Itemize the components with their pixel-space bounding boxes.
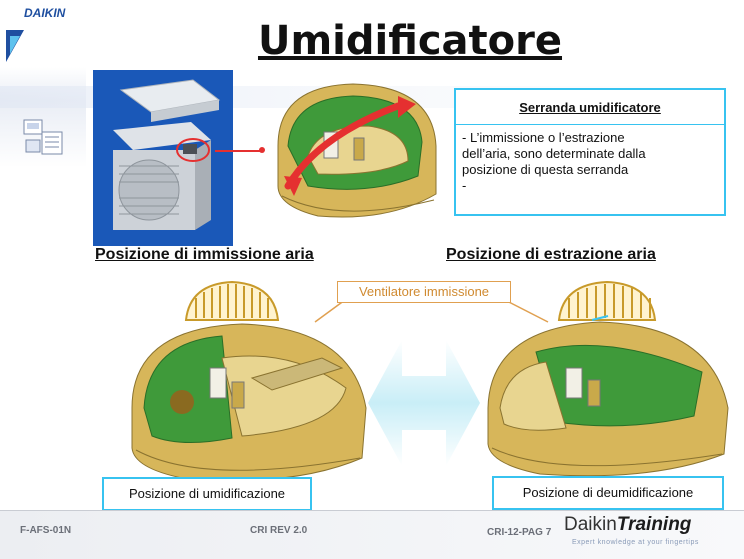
exhaust-position-label: Posizione di estrazione aria xyxy=(446,246,656,263)
brand-prefix: Daikin xyxy=(564,514,617,535)
info-box-divider xyxy=(456,124,724,125)
daikin-training-brand: DaikinTraining xyxy=(564,514,691,536)
brand-suffix: Training xyxy=(616,514,692,535)
footer-code: F-AFS-01N xyxy=(20,525,72,536)
daikin-logo xyxy=(6,30,24,62)
intake-position-label: Posizione di immissione aria xyxy=(95,246,314,263)
dehumidification-cutaway-image xyxy=(487,315,729,477)
damper-info-box: Serranda umidificatore - L’immissione o … xyxy=(454,88,726,216)
dehumidification-caption: Posizione di deumidificazione xyxy=(492,476,724,510)
documents-icon xyxy=(23,119,63,155)
pointer-dot xyxy=(259,147,265,153)
info-box-title: Serranda umidificatore xyxy=(519,100,661,115)
footer-divider xyxy=(0,510,744,511)
fan-caption: Ventilatore immissione xyxy=(337,281,511,303)
footer-revision: CRI REV 2.0 xyxy=(250,525,308,536)
info-box-body: - L’immissione o l’estrazione dell’aria,… xyxy=(462,130,646,193)
logo-text: DAIKIN xyxy=(24,6,66,20)
footer xyxy=(0,510,744,559)
damper-cutaway-image xyxy=(277,83,437,218)
pointer-line xyxy=(215,150,263,152)
humidification-caption: Posizione di umidificazione xyxy=(102,477,312,511)
fan-right-icon xyxy=(557,280,657,321)
fan-left-icon xyxy=(184,280,280,321)
footer-page: CRI-12-PAG 7 xyxy=(487,527,552,538)
brand-tagline: Expert knowledge at your fingertips xyxy=(572,539,699,546)
outdoor-unit-photo xyxy=(93,70,233,246)
humidification-cutaway-image xyxy=(131,323,367,481)
page-title: Umidificatore xyxy=(257,18,563,64)
double-arrow-icon xyxy=(368,340,480,466)
